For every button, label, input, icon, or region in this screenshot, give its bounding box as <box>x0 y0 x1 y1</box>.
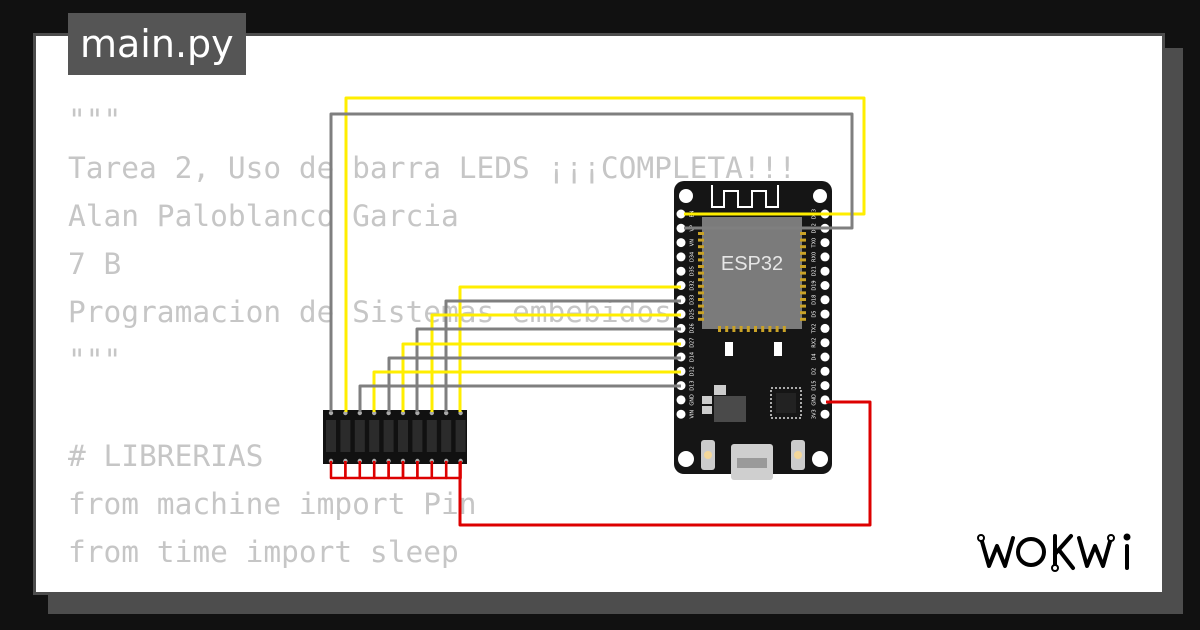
pin-label: D32 <box>690 280 696 290</box>
pin-left-en[interactable] <box>676 209 686 219</box>
wire-d23 <box>344 96 866 412</box>
led-segment <box>354 420 365 452</box>
code-line: from time import sleep <box>68 535 459 569</box>
led-segment <box>441 420 452 452</box>
pin-label: VIN <box>690 410 696 419</box>
led-segment <box>455 420 466 452</box>
pin-label: D4 <box>812 353 818 360</box>
pin-left-vp[interactable] <box>676 223 686 233</box>
pin-right-3v3[interactable] <box>820 409 830 419</box>
pin-label: D19 <box>812 280 818 290</box>
pin-right-d2[interactable] <box>820 366 830 376</box>
reset-button[interactable] <box>791 440 805 470</box>
usb-port <box>731 444 773 480</box>
led-bar-graph[interactable] <box>323 410 467 464</box>
esp32-board[interactable]: ESP32 <box>674 181 832 480</box>
led-segment <box>383 420 394 452</box>
pin-left-vn[interactable] <box>676 238 686 248</box>
pin-label: D18 <box>812 295 818 305</box>
pin-label: RX0 <box>812 252 818 262</box>
pin-right-d18[interactable] <box>820 295 830 305</box>
pin-label: D25 <box>690 309 696 319</box>
led-segment <box>326 420 336 452</box>
pin-right-d19[interactable] <box>820 281 830 290</box>
pin-label: D26 <box>690 323 696 333</box>
pin-right-d5[interactable] <box>820 309 830 319</box>
code-line: Alan Paloblanco Garcia <box>68 199 459 233</box>
wire-d12 <box>372 370 681 412</box>
pin-label: D12 <box>690 366 696 376</box>
wire-d13 <box>358 384 681 412</box>
pin-right-rx2[interactable] <box>820 338 830 348</box>
wire-d27 <box>401 342 681 412</box>
pin-label: D21 <box>812 266 818 276</box>
pin-label: D34 <box>690 252 696 262</box>
pin-label: D13 <box>690 380 696 390</box>
pin-label: 3V3 <box>812 409 818 419</box>
wire-d22 <box>329 112 854 412</box>
pin-label: TX0 <box>812 238 818 249</box>
code-line: from machine import Pin <box>68 487 477 521</box>
pin-label: D33 <box>690 295 696 305</box>
voltage-regulator <box>702 385 746 422</box>
pin-left-gnd[interactable] <box>676 395 686 405</box>
wire-gnd <box>458 400 872 527</box>
code-line: # LIBRERIAS <box>68 439 264 473</box>
wire-d32 <box>458 285 681 412</box>
led-segment <box>398 420 408 452</box>
wires <box>329 96 872 527</box>
boot-button[interactable] <box>701 440 715 470</box>
led-segment <box>412 420 423 452</box>
pin-label: GND <box>690 394 696 406</box>
pin-right-d21[interactable] <box>820 266 830 276</box>
led-segment <box>369 420 380 452</box>
code-line: """ <box>68 343 122 377</box>
wire-d26 <box>415 327 681 412</box>
pin-left-vin[interactable] <box>676 409 686 419</box>
pin-label: GND <box>812 394 818 406</box>
pin-label: RX2 <box>812 338 818 348</box>
pin-label: D27 <box>690 338 696 348</box>
pin-label: TX2 <box>812 324 818 335</box>
esp32-module: ESP32 <box>698 217 806 332</box>
led-segment <box>340 420 351 452</box>
chip-label: ESP32 <box>721 253 783 275</box>
code-line: Programacion de Sistemas embebidos <box>68 295 672 329</box>
code-line: Tarea 2, Uso de barra LEDS ¡¡¡COMPLETA!!… <box>68 151 797 185</box>
wire-d33 <box>444 299 681 412</box>
pin-label: VN <box>690 239 696 246</box>
code-line: """ <box>68 103 122 137</box>
code-line: 7 B <box>68 247 122 281</box>
file-tab[interactable]: main.py <box>68 13 246 75</box>
wokwi-logo <box>977 533 1131 572</box>
wire-d25 <box>430 313 681 412</box>
pin-label: D15 <box>812 380 818 390</box>
pin-left-d34[interactable] <box>676 252 686 262</box>
code-preview: """ Tarea 2, Uso de barra LEDS ¡¡¡COMPLET… <box>68 96 796 576</box>
wire-d14 <box>387 356 681 412</box>
pin-right-d4[interactable] <box>820 352 830 362</box>
pin-right-rx0[interactable] <box>820 252 830 262</box>
led-segment <box>426 420 437 452</box>
pin-left-d35[interactable] <box>676 266 686 276</box>
pin-right-tx0[interactable] <box>820 238 830 248</box>
pin-right-d15[interactable] <box>820 381 830 391</box>
pin-label: D2 <box>812 368 818 375</box>
pin-label: D35 <box>690 266 696 276</box>
pin-label: D5 <box>812 311 818 318</box>
pin-label: D14 <box>690 352 696 362</box>
usb-uart-chip <box>770 387 802 419</box>
pin-right-tx2[interactable] <box>820 323 830 333</box>
